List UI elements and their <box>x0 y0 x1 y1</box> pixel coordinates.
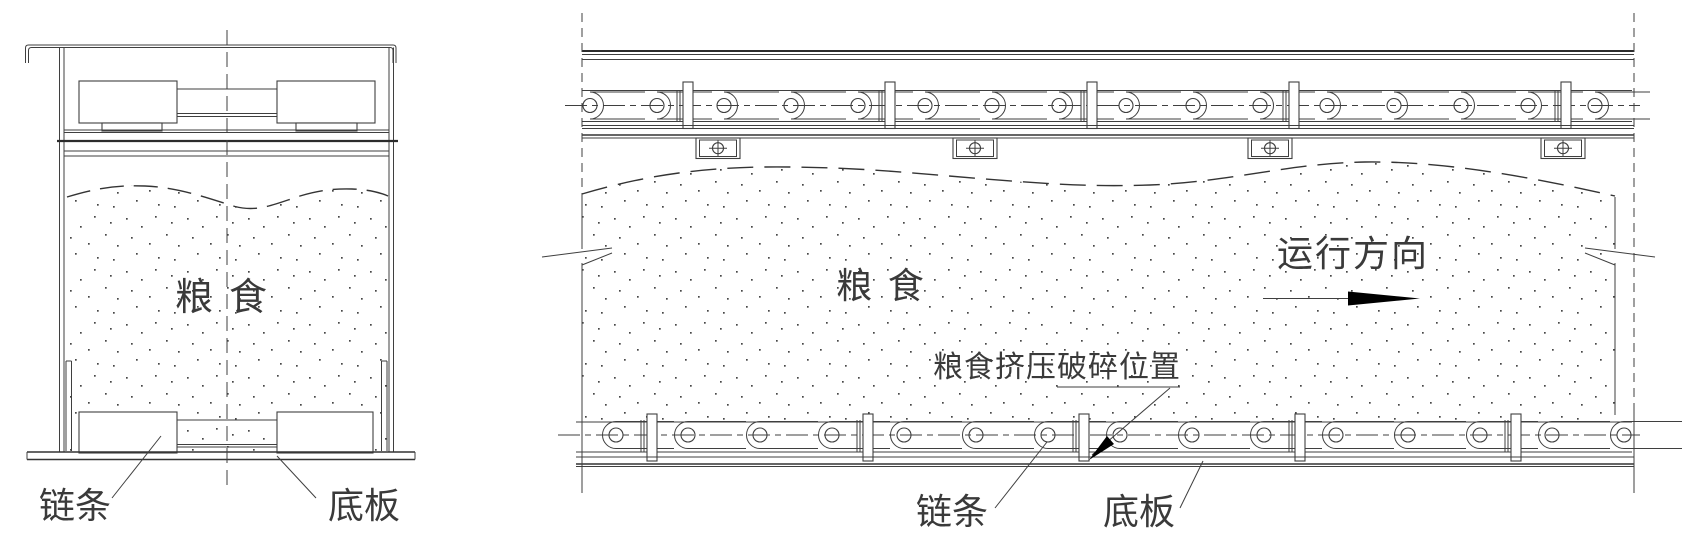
left-trough-flange <box>25 44 397 63</box>
right-top-chain <box>565 81 1651 130</box>
left-trough-walls <box>59 47 394 452</box>
right-top-rails <box>582 50 1634 60</box>
direction-label: 运行方向 <box>1277 234 1429 275</box>
right-chain-leader-line <box>994 441 1048 509</box>
left-chain-leader-line <box>111 435 162 499</box>
crush-arrowhead <box>1089 436 1114 460</box>
right-plate-label: 底板 <box>1103 492 1175 533</box>
direction-arrow <box>1263 291 1420 306</box>
right-plate-leader-line <box>1179 460 1204 509</box>
section-boundaries <box>541 13 1656 493</box>
left-plate-leader-line <box>276 455 317 499</box>
left-bottom-plate <box>26 451 416 461</box>
right-under-rails <box>582 125 1634 139</box>
left-upper-chain-section <box>78 80 376 132</box>
left-lower-chain-section <box>78 411 374 454</box>
left-wall-guides <box>65 360 388 451</box>
left-chain-label: 链条 <box>39 486 111 527</box>
rail-mounting-brackets <box>695 137 1586 160</box>
left-break-symbol <box>541 247 613 266</box>
right-bottom-plate <box>576 456 1634 467</box>
left-plate-label: 底板 <box>328 486 400 527</box>
right-grain-label: 粮 食 <box>836 266 925 307</box>
left-grain-label: 粮 食 <box>175 275 269 319</box>
left-view-cross-section: 粮 食 链条 底板 <box>25 30 416 527</box>
left-grain-surface-line <box>66 185 389 210</box>
right-grain-surface-line <box>581 161 1616 197</box>
right-bottom-chain <box>558 413 1683 462</box>
crush-position-annotation: 粮食挤压破碎位置 <box>933 350 1181 460</box>
right-view-side-elevation: 粮 食 运行方向 粮食挤压破碎位置 链条 底板 <box>541 13 1683 533</box>
right-chain-label: 链条 <box>916 492 988 533</box>
right-break-symbol <box>1584 247 1656 266</box>
crush-position-label: 粮食挤压破碎位置 <box>933 350 1181 385</box>
right-grain-fill <box>582 161 1615 425</box>
